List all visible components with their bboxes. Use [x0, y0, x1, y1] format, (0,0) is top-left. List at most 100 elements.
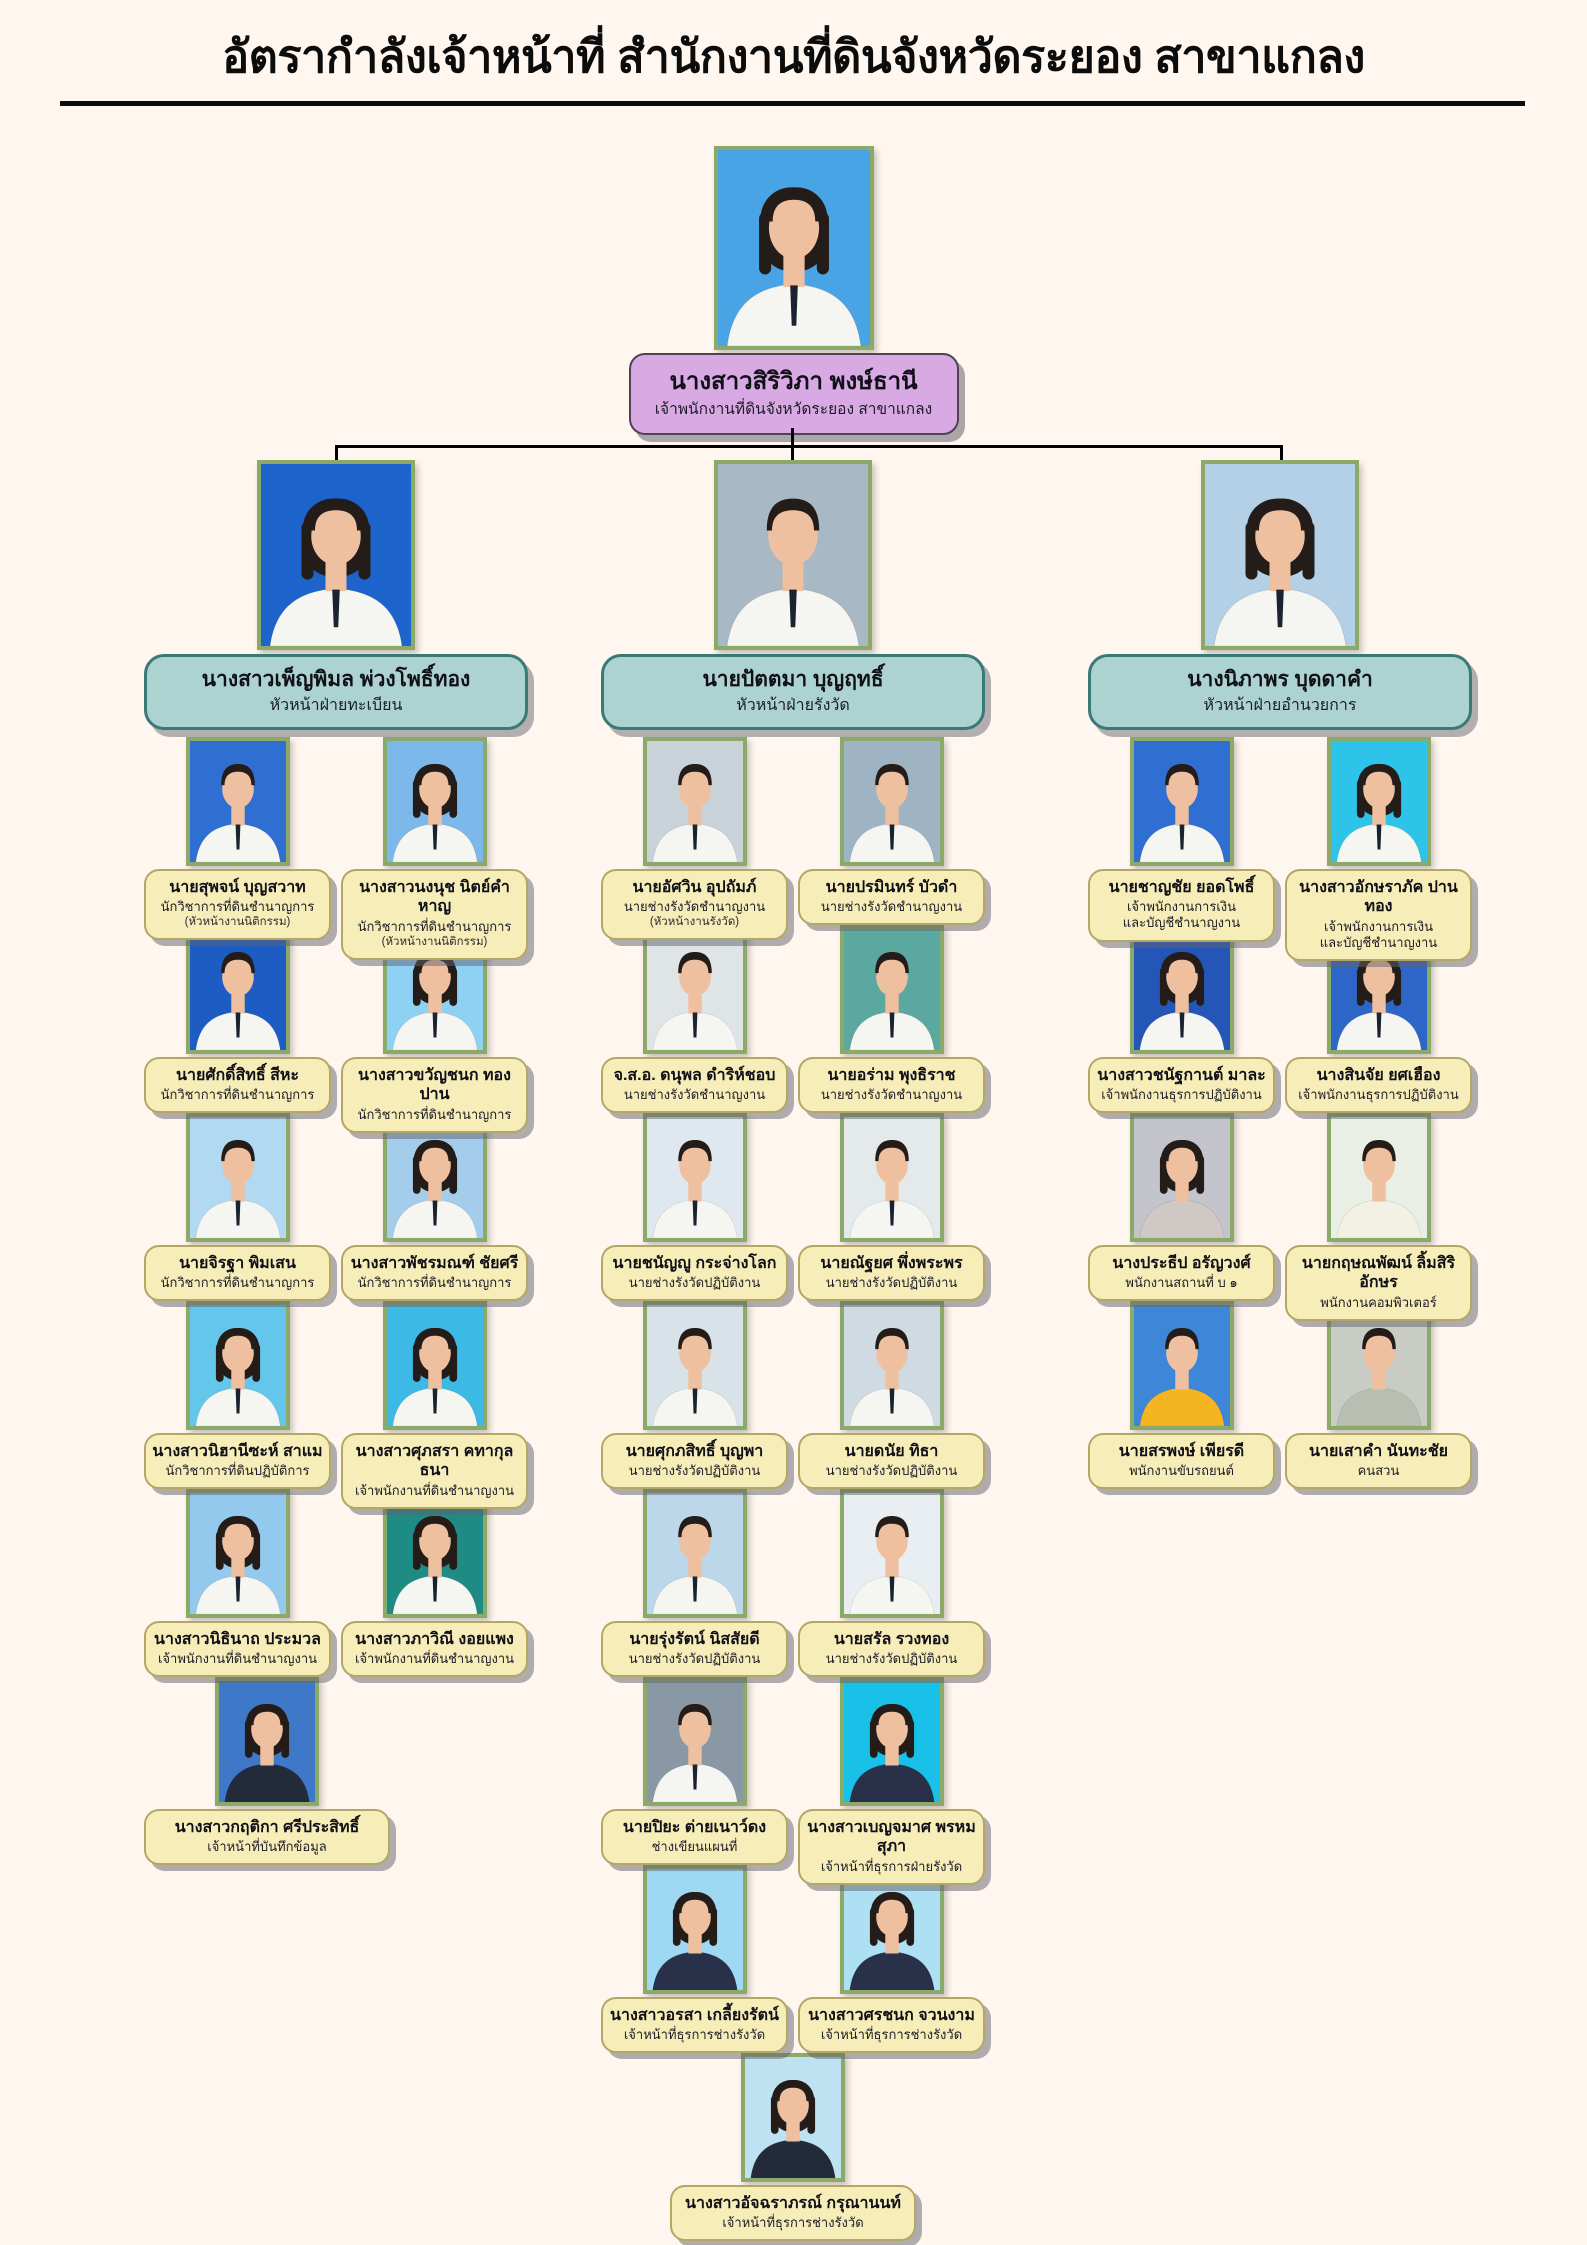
staff-cell: นางสาวนิฮานีซะห์ สาแมนักวิชาการที่ดินปฏิ…: [144, 1300, 331, 1490]
staff-cell: นางสาวอัจฉราภรณ์ กรุณานนท์เจ้าหน้าที่ธุร…: [670, 2052, 916, 2242]
staff-role: นายช่างรังวัดปฏิบัติงาน: [825, 1651, 958, 1667]
staff-name: นายเสาคำ นันทะชัย: [1309, 1442, 1448, 1460]
portrait-photo: [1133, 1304, 1230, 1426]
page-title: อัตรากำลังเจ้าหน้าที่ สำนักงานที่ดินจังห…: [222, 31, 1365, 82]
staff-role: นายช่างรังวัดชำนาญงาน: [623, 899, 766, 915]
staff-role: นายช่างรังวัดปฏิบัติงาน: [628, 1463, 761, 1479]
staff-row: นายชาญชัย ยอดโพธิ์เจ้าพนักงานการเงินและบ…: [1088, 736, 1472, 962]
staff-label-box: นายสรัล รวงทองนายช่างรังวัดปฏิบัติงาน: [798, 1620, 985, 1678]
staff-name: จ.ส.อ. ดนุพล ดำริห์ชอบ: [613, 1066, 776, 1084]
portrait-photo: [189, 1492, 286, 1614]
connector-left-stub: [335, 445, 338, 462]
staff-cell: นางประธีป อรัญวงศ์พนักงานสถานที่ บ ๑: [1088, 1112, 1275, 1302]
staff-photo-frame: [185, 1112, 290, 1242]
staff-label-box: นางประธีป อรัญวงศ์พนักงานสถานที่ บ ๑: [1088, 1244, 1275, 1302]
connector-horizontal: [335, 445, 1283, 448]
director-label-box: นางสาวสิริวิภา พงษ์ธานีเจ้าพนักงานที่ดิน…: [628, 353, 959, 435]
staff-row: จ.ส.อ. ดนุพล ดำริห์ชอบนายช่างรังวัดชำนาญ…: [601, 924, 985, 1114]
staff-cell: นางสาวนิธินาถ ประมวลเจ้าพนักงานที่ดินชำน…: [144, 1488, 331, 1678]
staff-row: นางสาวนิฮานีซะห์ สาแมนักวิชาการที่ดินปฏิ…: [144, 1300, 528, 1509]
staff-role: เจ้าพนักงานที่ดินชำนาญงาน: [157, 1651, 318, 1667]
branch-staff-rows: นายอัศวิน อุปถัมภ์นายช่างรังวัดชำนาญงาน(…: [601, 736, 985, 2242]
director-name: นางสาวสิริวิภา พงษ์ธานี: [669, 368, 918, 395]
staff-row: นายสุพจน์ บุญสวาทนักวิชาการที่ดินชำนาญกา…: [144, 736, 528, 960]
staff-cell: นายสุพจน์ บุญสวาทนักวิชาการที่ดินชำนาญกา…: [144, 736, 331, 941]
branch-head-role: หัวหน้าฝ่ายอำนวยการ: [1203, 696, 1357, 714]
staff-row: นางประธีป อรัญวงศ์พนักงานสถานที่ บ ๑นายก…: [1088, 1112, 1472, 1321]
staff-name: นางสาวอัจฉราภรณ์ กรุณานนท์: [685, 2194, 901, 2212]
staff-label-box: นายจิรฐา พิมเสนนักวิชาการที่ดินชำนาญการ: [144, 1244, 331, 1302]
staff-cell: นายรุ่งรัตน์ นิสสัยดีนายช่างรังวัดปฏิบัต…: [601, 1488, 788, 1678]
staff-role: นายช่างรังวัดชำนาญงาน: [820, 1087, 963, 1103]
connector-right-stub: [1280, 445, 1283, 462]
staff-name: นางสาวอรสา เกลี้ยงรัตน์: [610, 2006, 779, 2024]
staff-photo-frame: [839, 1300, 944, 1430]
staff-role: เจ้าหน้าที่ธุรการช่างรังวัด: [623, 2027, 766, 2043]
director-role: เจ้าพนักงานที่ดินจังหวัดระยอง สาขาแกลง: [654, 401, 933, 419]
portrait-photo: [646, 1304, 743, 1426]
staff-label-box: นายเสาคำ นันทะชัยคนสวน: [1285, 1432, 1472, 1490]
portrait-photo: [219, 1680, 315, 1802]
staff-name: นางสาวขวัญชนก ทองปาน: [358, 1066, 511, 1104]
branch-head-label-box: นางนิภาพร บุดดาคำหัวหน้าฝ่ายอำนวยการ: [1088, 654, 1472, 730]
staff-photo-frame: [185, 736, 290, 866]
staff-role: คนสวน: [1357, 1463, 1400, 1479]
staff-name: นางสาวชนัฐกานต์ มาละ: [1097, 1066, 1266, 1084]
portrait-photo: [189, 740, 286, 862]
staff-role: นายช่างรังวัดปฏิบัติงาน: [825, 1463, 958, 1479]
staff-cell: นายดนัย ทิธานายช่างรังวัดปฏิบัติงาน: [798, 1300, 985, 1490]
staff-label-box: นายสรพงษ์ เพียรดีพนักงานขับรถยนต์: [1088, 1432, 1275, 1490]
staff-name: นางประธีป อรัญวงศ์: [1112, 1254, 1251, 1272]
staff-role: นักวิชาการที่ดินปฏิบัติการ: [165, 1463, 310, 1479]
staff-label-box: นางสาวเบญจมาศ พรหมสุภาเจ้าหน้าที่ธุรการฝ…: [798, 1808, 985, 1885]
portrait-photo: [843, 928, 940, 1050]
branch-head-role: หัวหน้าฝ่ายทะเบียน: [269, 696, 403, 714]
staff-name: นายชาญชัย ยอดโพธิ์: [1108, 878, 1255, 896]
portrait-photo: [646, 928, 743, 1050]
staff-name: นายชนัญญู กระจ่างโลก: [612, 1254, 777, 1272]
staff-name: นายปิยะ ต่ายเนาว์ดง: [622, 1818, 767, 1836]
staff-name: นางสาวนงนุช นิตย์คำหาญ: [359, 878, 510, 916]
staff-label-box: นายชาญชัย ยอดโพธิ์เจ้าพนักงานการเงินและบ…: [1088, 868, 1275, 942]
staff-photo-frame: [185, 924, 290, 1054]
portrait-photo: [189, 1304, 286, 1426]
staff-row: นายศักดิ์สิทธิ์ สีหะนักวิชาการที่ดินชำนา…: [144, 924, 528, 1133]
staff-label-box: นางสาวพัชรมณฑ์ ชัยศรีนักวิชาการที่ดินชำน…: [341, 1244, 528, 1302]
staff-label-box: นางสาวศุภสรา คทากุลธนาเจ้าพนักงานที่ดินช…: [341, 1432, 528, 1509]
staff-photo-frame: [185, 1300, 290, 1430]
branch-administration: นางนิภาพร บุดดาคำหัวหน้าฝ่ายอำนวยการนายช…: [1088, 460, 1472, 1490]
portrait-photo: [843, 1868, 940, 1990]
staff-role: นักวิชาการที่ดินชำนาญการ: [357, 1106, 512, 1122]
staff-role: นายช่างรังวัดปฏิบัติงาน: [825, 1275, 958, 1291]
portrait-photo: [646, 1492, 743, 1614]
staff-label-box: นางสินจัย ยศเฮืองเจ้าพนักงานธุรการปฏิบัต…: [1285, 1056, 1472, 1114]
branch-head-label-box: นายปัตตมา บุญฤทธิ์หัวหน้าฝ่ายรังวัด: [601, 654, 985, 730]
portrait-photo: [646, 1680, 743, 1802]
staff-name: นางสาวนิฮานีซะห์ สาแม: [152, 1442, 323, 1460]
portrait-photo: [1330, 1304, 1427, 1426]
staff-name: นายศักดิ์สิทธิ์ สีหะ: [176, 1066, 299, 1084]
staff-cell: นายอร่าม พุงธิราชนายช่างรังวัดชำนาญงาน: [798, 924, 985, 1114]
branch-staff-rows: นายชาญชัย ยอดโพธิ์เจ้าพนักงานการเงินและบ…: [1088, 736, 1472, 1490]
portrait-photo: [386, 1492, 483, 1614]
staff-name: นางสาวศุภสรา คทากุลธนา: [355, 1442, 514, 1480]
director-photo-frame: [713, 146, 874, 350]
staff-label-box: นางสาวนงนุช นิตย์คำหาญนักวิชาการที่ดินชำ…: [341, 868, 528, 960]
portrait-photo: [1330, 1116, 1427, 1238]
staff-photo-frame: [1129, 1300, 1234, 1430]
staff-label-box: นายรุ่งรัตน์ นิสสัยดีนายช่างรังวัดปฏิบัต…: [601, 1620, 788, 1678]
staff-label-box: นางสาวนิฮานีซะห์ สาแมนักวิชาการที่ดินปฏิ…: [144, 1432, 331, 1490]
staff-label-box: นายปิยะ ต่ายเนาว์ดงช่างเขียนแผนที่: [601, 1808, 788, 1866]
staff-row: นางสาวกฤติกา ศรีประสิทธิ์เจ้าหน้าที่บันท…: [144, 1676, 528, 1866]
staff-role: นักวิชาการที่ดินชำนาญการ: [357, 1275, 512, 1291]
staff-label-box: นางสาวอักษราภัค ปานทองเจ้าพนักงานการเงิน…: [1285, 868, 1472, 962]
staff-cell: นายจิรฐา พิมเสนนักวิชาการที่ดินชำนาญการ: [144, 1112, 331, 1302]
staff-role: พนักงานสถานที่ บ ๑: [1125, 1275, 1238, 1291]
staff-name: นายปรมินทร์ บัวดำ: [825, 878, 958, 896]
staff-photo-frame: [382, 1112, 487, 1242]
staff-label-box: นายปรมินทร์ บัวดำนายช่างรังวัดชำนาญงาน: [798, 868, 985, 926]
director-block: นางสาวสิริวิภา พงษ์ธานีเจ้าพนักงานที่ดิน…: [628, 146, 959, 435]
staff-name: นางสาวภาวิณี งอยแพง: [355, 1630, 514, 1648]
branch-survey: นายปัตตมา บุญฤทธิ์หัวหน้าฝ่ายรังวัดนายอั…: [601, 460, 985, 2242]
staff-role: เจ้าพนักงานธุรการปฏิบัติงาน: [1101, 1087, 1262, 1103]
